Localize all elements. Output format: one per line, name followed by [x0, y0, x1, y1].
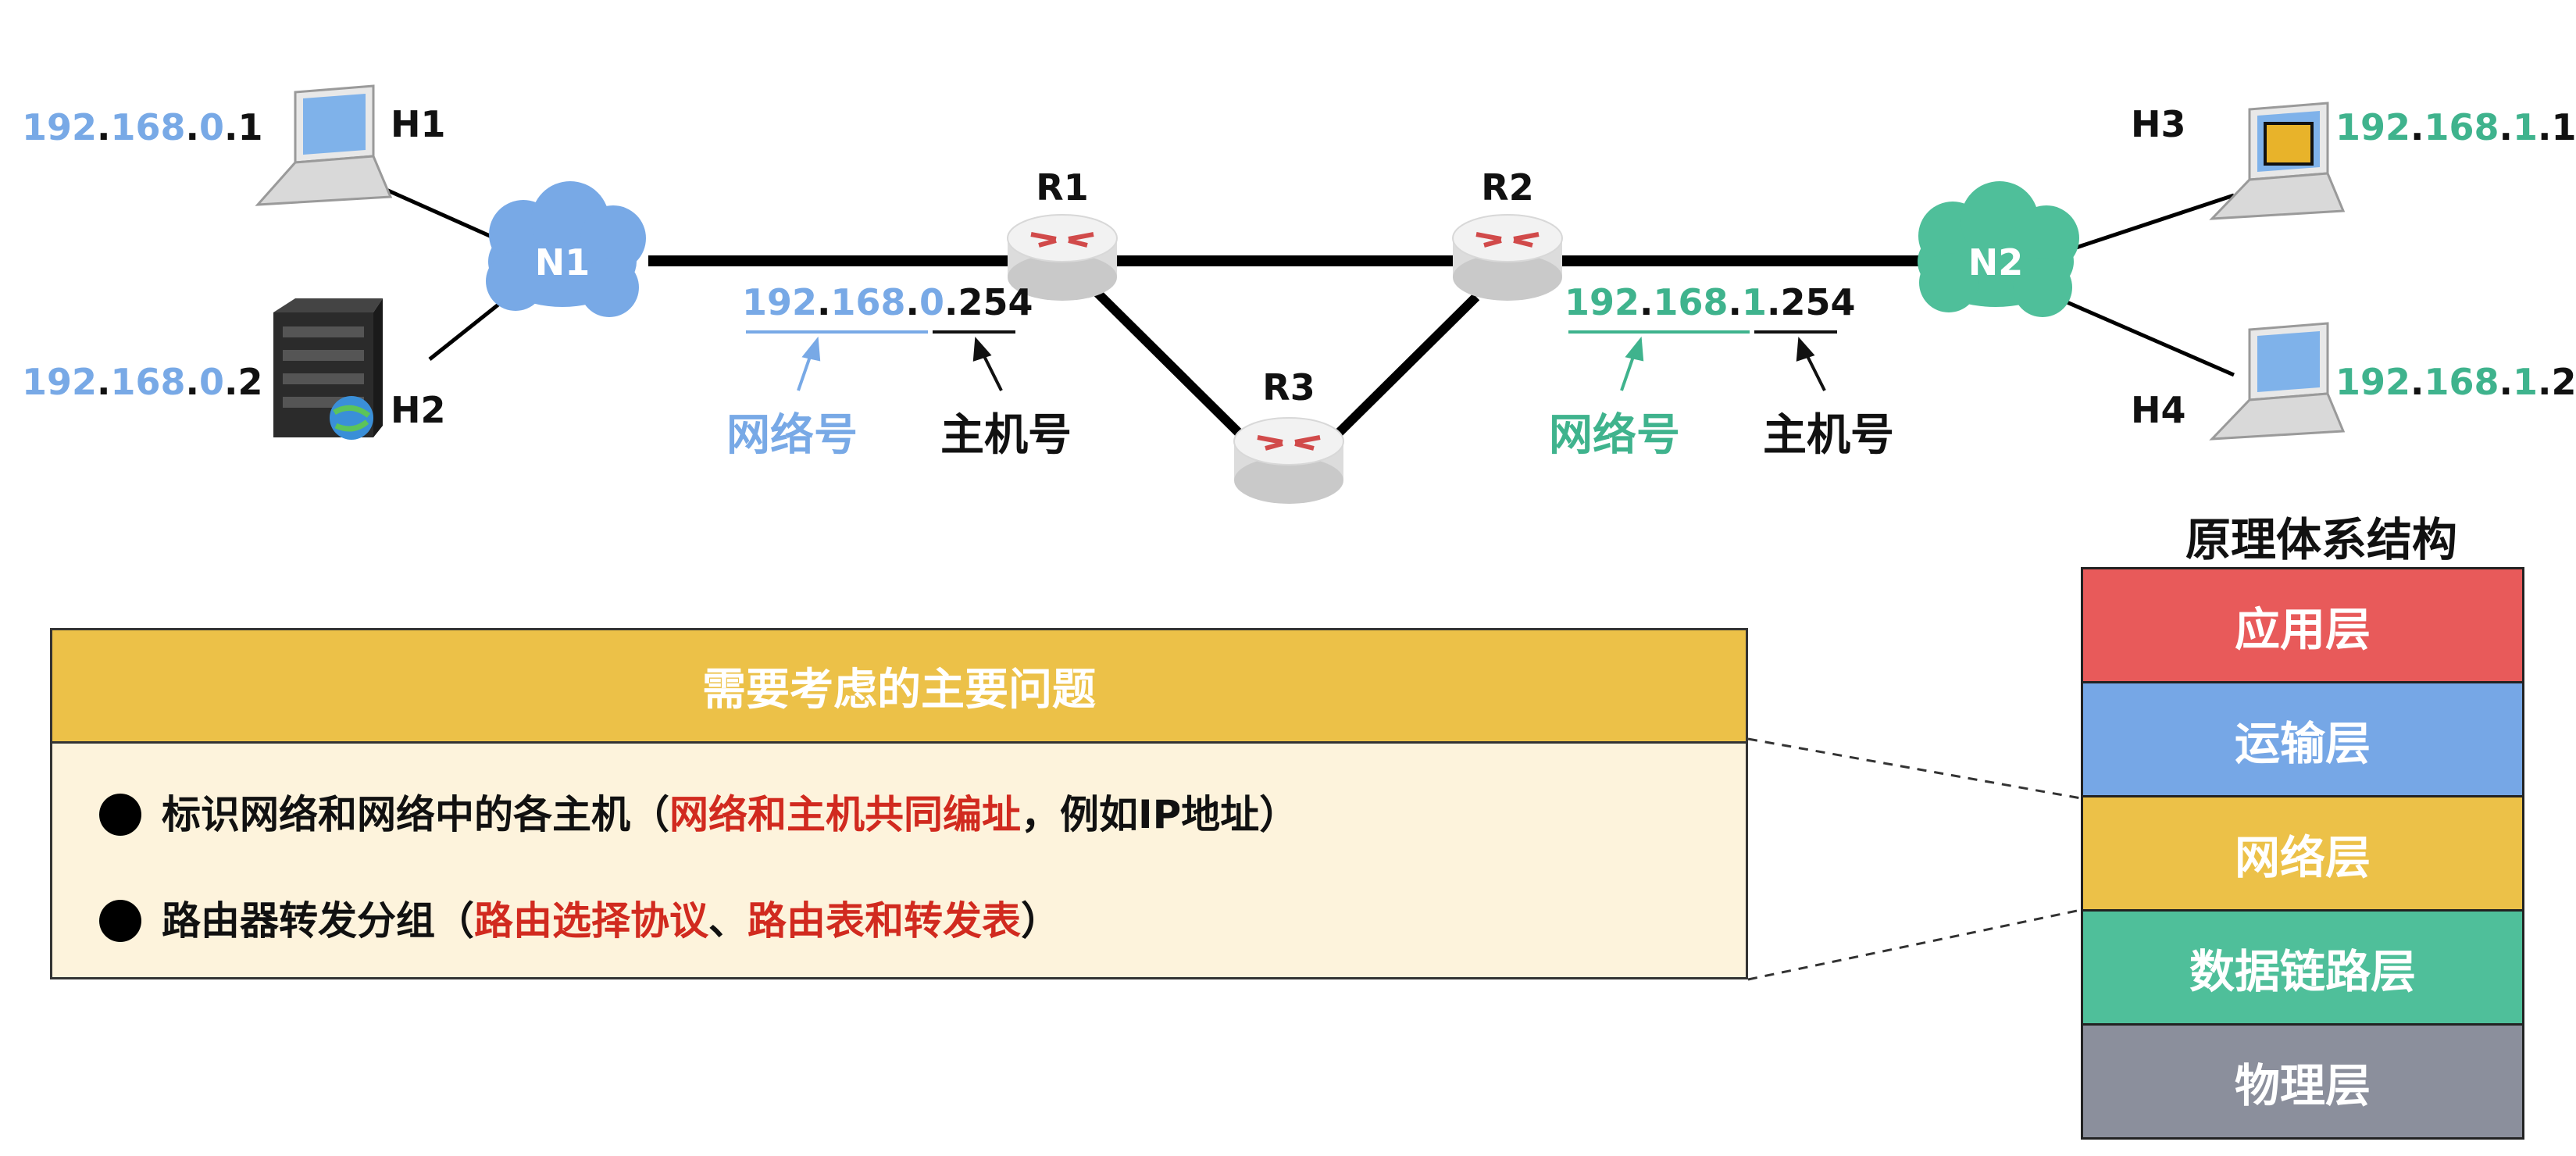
- layer-stack: 应用层 运输层 网络层 数据链路层 物理层: [2081, 567, 2524, 1140]
- link-r3-r2: [1324, 293, 1480, 448]
- layer-datalink: 数据链路层: [2083, 912, 2522, 1026]
- layer-transport: 运输层: [2083, 683, 2522, 797]
- issue-item-addressing: 标识网络和网络中的各主机（网络和主机共同编址，例如IP地址）: [99, 783, 1298, 840]
- router-r3-label: R3: [1262, 366, 1315, 409]
- link-h1-n1: [366, 179, 505, 244]
- issues-title: 需要考虑的主要问题: [52, 630, 1746, 744]
- arrow-right-network: [1620, 336, 1644, 391]
- laptop-h4-icon: [2209, 322, 2346, 441]
- laptop-h3-icon: [2209, 102, 2346, 220]
- router-r1-label: R1: [1036, 166, 1088, 209]
- ip-r2: 192.168.1.254: [1565, 281, 1856, 323]
- ip-r1: 192.168.0.254: [742, 281, 1033, 323]
- layer-network: 网络层: [2083, 797, 2522, 912]
- bullet-icon: [99, 899, 141, 942]
- dashed-connector-bottom: [1747, 908, 2082, 981]
- label-network-number-right: 网络号: [1549, 410, 1680, 461]
- router-r2-label: R2: [1481, 166, 1533, 209]
- host-h2-label: H2: [391, 389, 446, 431]
- link-h2-n1: [428, 297, 508, 361]
- cloud-n1-icon: [486, 181, 646, 317]
- link-n2-h4: [2057, 296, 2235, 377]
- cloud-n1-label: N1: [535, 241, 590, 284]
- ip-h1: 192.168.0.1: [22, 106, 263, 148]
- layer-application: 应用层: [2083, 569, 2522, 683]
- layer-physical: 物理层: [2083, 1026, 2522, 1137]
- laptop-h1-icon: [255, 84, 393, 206]
- host-h3-label: H3: [2131, 103, 2186, 145]
- router-r2-icon: [1452, 214, 1563, 301]
- issues-panel: 需要考虑的主要问题 标识网络和网络中的各主机（网络和主机共同编址，例如IP地址）…: [50, 628, 1748, 979]
- arrow-left-network: [797, 336, 821, 391]
- arrow-right-host: [1796, 337, 1826, 391]
- dashed-connector-top: [1747, 737, 2082, 800]
- router-r1-icon: [1007, 214, 1118, 301]
- links: [366, 179, 2235, 448]
- host-h4-label: H4: [2131, 389, 2186, 431]
- link-r1-r3: [1090, 285, 1254, 448]
- architecture-title: 原理体系结构: [2185, 513, 2457, 566]
- bullet-icon: [99, 793, 141, 836]
- cloud-n2-icon: [1918, 181, 2079, 317]
- label-host-number-left: 主机号: [940, 410, 1072, 461]
- server-h2-icon: [273, 298, 383, 440]
- router-r3-icon: [1233, 417, 1344, 504]
- ip-h3: 192.168.1.1: [2335, 106, 2576, 148]
- ip-h4: 192.168.1.2: [2335, 361, 2576, 403]
- arrow-left-host: [972, 337, 1003, 391]
- issue-item-forwarding: 路由器转发分组（路由选择协议、路由表和转发表）: [99, 890, 1060, 946]
- label-host-number-right: 主机号: [1763, 410, 1894, 461]
- cloud-n2-label: N2: [1968, 241, 2024, 284]
- label-network-number-left: 网络号: [726, 410, 858, 461]
- link-n2-h3: [2073, 193, 2235, 251]
- ip-h2: 192.168.0.2: [22, 361, 263, 403]
- host-h1-label: H1: [391, 103, 446, 145]
